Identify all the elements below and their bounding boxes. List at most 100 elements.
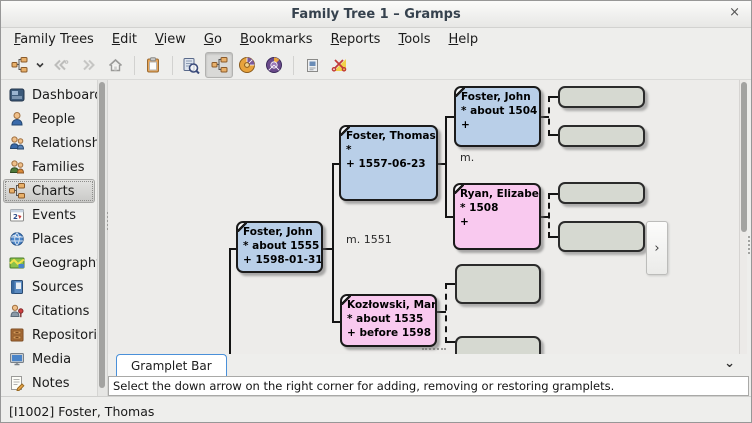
person-name: Kozłowski, Margret — [347, 299, 437, 311]
chart-scrollbar-thumb[interactable] — [741, 82, 747, 232]
sidebar-label: Places — [32, 231, 74, 247]
sidebar-label: People — [32, 111, 76, 127]
charts-pedigree-icon — [9, 183, 25, 199]
active-person-pedigree-button[interactable] — [6, 53, 32, 77]
connector-line — [322, 248, 334, 250]
dashboard-icon — [9, 88, 25, 102]
sidebar-item-events[interactable]: 2 Events — [3, 203, 95, 227]
sidebar-item-geography[interactable]: Geography — [3, 251, 104, 275]
fan-chart-view-button[interactable] — [234, 53, 260, 77]
menu-bookmarks[interactable]: Bookmarks — [239, 32, 313, 47]
home-button[interactable] — [102, 53, 128, 77]
sidebar-item-relationships[interactable]: Relationships — [3, 131, 119, 155]
sidebar-item-dashboard[interactable]: Dashboard — [3, 83, 103, 107]
tools-button[interactable] — [326, 53, 352, 77]
expand-fold-icon — [342, 296, 351, 305]
splitter-grip[interactable] — [748, 236, 751, 256]
person-box-grandmother[interactable]: Ryan, Elizabeth * 1508 + — [453, 183, 541, 250]
gramplet-collapse-chevron-icon[interactable]: ⌄ — [724, 356, 735, 371]
connector-line — [332, 163, 340, 165]
empty-person-box[interactable] — [558, 182, 645, 204]
dashed-connector — [548, 96, 550, 136]
connector-line — [229, 248, 237, 250]
connector-line — [445, 216, 454, 218]
scroll-right-button[interactable]: › — [646, 221, 668, 275]
dashed-connector — [548, 236, 558, 238]
chart-scrollbar[interactable] — [739, 80, 748, 354]
sidebar-item-people[interactable]: People — [3, 107, 95, 131]
window-title: Family Tree 1 – Gramps — [291, 6, 461, 22]
dashed-connector — [445, 341, 456, 343]
sidebar-item-sources[interactable]: Sources — [3, 275, 95, 299]
menu-help[interactable]: Help — [448, 32, 479, 47]
full-fan-chart-view-button[interactable] — [261, 53, 287, 77]
pedigree-view-button[interactable] — [205, 52, 233, 78]
person-box-grandfather[interactable]: Foster, John * about 1504 + — [454, 86, 541, 147]
status-text: [I1002] Foster, Thomas — [9, 404, 155, 419]
clipboard-button[interactable] — [140, 53, 166, 77]
connector-line — [332, 321, 341, 323]
person-box-father[interactable]: Foster, Thomas * + 1557-06-23 — [339, 125, 438, 201]
person-birth: * about 1555 — [243, 240, 320, 252]
back-button[interactable] — [48, 53, 74, 77]
repositories-icon — [10, 328, 24, 342]
places-globe-icon — [10, 232, 24, 246]
gramplet-bar-tab[interactable]: Gramplet Bar — [116, 354, 227, 376]
person-box-mother[interactable]: Kozłowski, Margret * about 1535 + before… — [340, 294, 437, 347]
reports-button[interactable] — [299, 53, 325, 77]
pedigree-dropdown-button[interactable] — [33, 53, 47, 77]
dashed-connector — [445, 283, 456, 285]
sidebar-scrollbar[interactable] — [97, 80, 109, 396]
report-document-icon — [306, 58, 318, 72]
relationships-icon — [9, 136, 25, 150]
empty-person-box[interactable] — [455, 336, 541, 354]
marriage-line — [332, 163, 334, 323]
gramplet-tab-label: Gramplet Bar — [131, 358, 212, 373]
dashed-connector — [548, 193, 558, 195]
sidebar-label: Media — [32, 351, 72, 367]
empty-person-box[interactable] — [558, 86, 645, 108]
toolbar-separator — [134, 55, 135, 75]
media-icon — [10, 353, 24, 366]
person-death: + — [461, 119, 470, 131]
sidebar-scrollbar-thumb[interactable] — [99, 82, 105, 388]
sidebar-item-places[interactable]: Places — [3, 227, 95, 251]
sidebar-item-media[interactable]: Media — [3, 347, 95, 371]
pedigree-home-icon — [11, 57, 27, 73]
menu-tools[interactable]: Tools — [398, 32, 431, 47]
toolbar — [1, 51, 751, 80]
category-sidebar: Dashboard People Relationships Families … — [1, 80, 119, 396]
clipboard-icon — [147, 57, 159, 73]
connector-line — [437, 163, 447, 165]
menu-edit[interactable]: Edit — [111, 32, 138, 47]
person-birth: * — [346, 144, 352, 156]
sources-book-icon — [11, 280, 23, 294]
title-bar: Family Tree 1 – Gramps × — [1, 1, 751, 28]
sidebar-item-families[interactable]: Families — [3, 155, 95, 179]
empty-person-box[interactable] — [455, 264, 541, 304]
forward-button[interactable] — [75, 53, 101, 77]
empty-person-box[interactable] — [558, 125, 645, 147]
dashed-connector — [540, 116, 549, 118]
toolbar-separator — [293, 55, 294, 75]
person-box-root[interactable]: Foster, John * about 1555 + 1598-01-31 — [236, 221, 323, 273]
person-birth: * about 1504 — [461, 105, 538, 117]
pedigree-canvas[interactable]: Foster, John * about 1555 + 1598-01-31 F… — [108, 80, 739, 354]
empty-person-box[interactable] — [558, 221, 645, 252]
sidebar-item-notes[interactable]: Notes — [3, 371, 95, 395]
menu-go[interactable]: Go — [203, 32, 222, 47]
sidebar-label: Dashboard — [32, 87, 103, 103]
close-icon[interactable]: × — [729, 5, 740, 20]
sidebar-item-charts[interactable]: Charts — [3, 179, 95, 203]
menu-view[interactable]: View — [155, 32, 186, 47]
descendant-tree-view-button[interactable] — [178, 53, 204, 77]
menu-family-trees[interactable]: Family Trees — [14, 32, 94, 47]
menu-reports[interactable]: Reports — [330, 32, 381, 47]
geography-map-icon — [9, 257, 25, 269]
person-icon — [11, 112, 23, 126]
sidebar-item-repositories[interactable]: Repositories — [3, 323, 112, 347]
sidebar-label: Charts — [32, 183, 75, 199]
tools-scissors-icon — [331, 59, 347, 72]
sidebar-item-citations[interactable]: Citations — [3, 299, 95, 323]
